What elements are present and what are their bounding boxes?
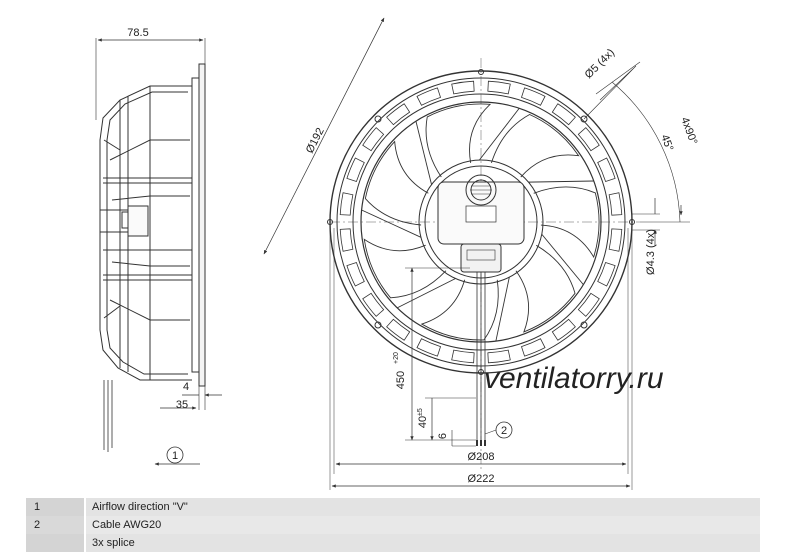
legend-row: 1 Airflow direction "V" — [26, 498, 760, 516]
legend-table: 1 Airflow direction "V" 2 Cable AWG20 3x… — [26, 498, 760, 552]
fan-blade — [363, 238, 447, 299]
svg-text:1: 1 — [172, 450, 178, 462]
ring-slot — [451, 80, 475, 95]
ring-slot — [577, 127, 600, 152]
ring-slot — [339, 192, 354, 216]
guard-strut — [541, 233, 584, 285]
dim-hole-d5: Ø5 (4x) — [583, 47, 617, 81]
dim-diameter-222: Ø222 — [468, 473, 495, 485]
dim-cable-450: 450 +20 — [393, 352, 407, 389]
dim-diameter-192: Ø192 — [304, 126, 327, 155]
ring-slot — [551, 103, 576, 126]
svg-text:2: 2 — [501, 425, 507, 437]
legend-num: 1 — [26, 498, 86, 516]
ring-slot — [362, 292, 385, 317]
callout-2: 2 — [495, 421, 513, 439]
fan-technical-drawing: 78.5 4 35 1 — [95, 17, 699, 490]
legend-row: 3x splice — [26, 534, 760, 552]
legend-text: Airflow direction "V" — [86, 498, 760, 516]
legend-text: Cable AWG20 — [86, 516, 760, 534]
dim-diameter-208: Ø208 — [468, 451, 495, 463]
legend-num — [26, 534, 86, 552]
legend-text: 3x splice — [86, 534, 760, 552]
side-view — [95, 38, 222, 466]
fan-blade — [425, 103, 492, 178]
ring-slot — [386, 103, 411, 126]
ring-slot — [339, 228, 354, 252]
ring-slot — [487, 349, 511, 364]
svg-text:450: 450 — [395, 371, 407, 389]
watermark: ventilatorry.ru — [484, 362, 664, 395]
ring-slot — [416, 87, 442, 106]
front-dimensions — [263, 17, 690, 490]
legend-num: 2 — [26, 516, 86, 534]
ring-slot — [346, 157, 365, 183]
svg-text:±5: ±5 — [417, 408, 424, 416]
ring-slot — [608, 228, 623, 252]
fan-blade — [420, 279, 499, 341]
fan-blade — [364, 140, 429, 226]
svg-text:+20: +20 — [393, 352, 400, 364]
ring-slot — [362, 127, 385, 152]
dim-78-5: 78.5 — [127, 27, 148, 39]
ring-slot — [487, 80, 511, 95]
front-view — [327, 58, 640, 470]
ring-slot — [577, 292, 600, 317]
guard-strut — [415, 121, 432, 185]
fan-blade — [515, 244, 576, 333]
guard-strut — [479, 107, 520, 161]
dim-angle-4x90: 4x90° — [678, 116, 699, 147]
ring-slot — [346, 261, 365, 287]
ring-slot — [608, 192, 623, 216]
dim-angle-45: 45° — [658, 133, 675, 153]
svg-text:40: 40 — [417, 416, 429, 428]
dim-35: 35 — [176, 399, 188, 411]
ring-slot — [386, 318, 411, 341]
guard-strut — [495, 277, 510, 342]
ring-slot — [451, 349, 475, 364]
fan-blade — [490, 113, 580, 178]
dim-cable-40: 40 ±5 — [417, 408, 429, 428]
ring-slot — [551, 318, 576, 341]
guard-strut — [528, 180, 594, 183]
ring-slot — [416, 338, 442, 357]
dim-4: 4 — [183, 381, 189, 393]
ring-slot — [520, 87, 546, 106]
ring-slot — [520, 338, 546, 357]
callout-1: 1 — [166, 446, 184, 464]
guard-strut — [396, 278, 456, 309]
ring-slot — [597, 157, 616, 183]
fan-blade — [533, 186, 600, 259]
legend-row: 2 Cable AWG20 — [26, 516, 760, 534]
ring-slot — [597, 261, 616, 287]
dim-hole-d43: Ø4.3 (4x) — [645, 229, 657, 275]
dim-cable-6: 6 — [437, 433, 449, 439]
